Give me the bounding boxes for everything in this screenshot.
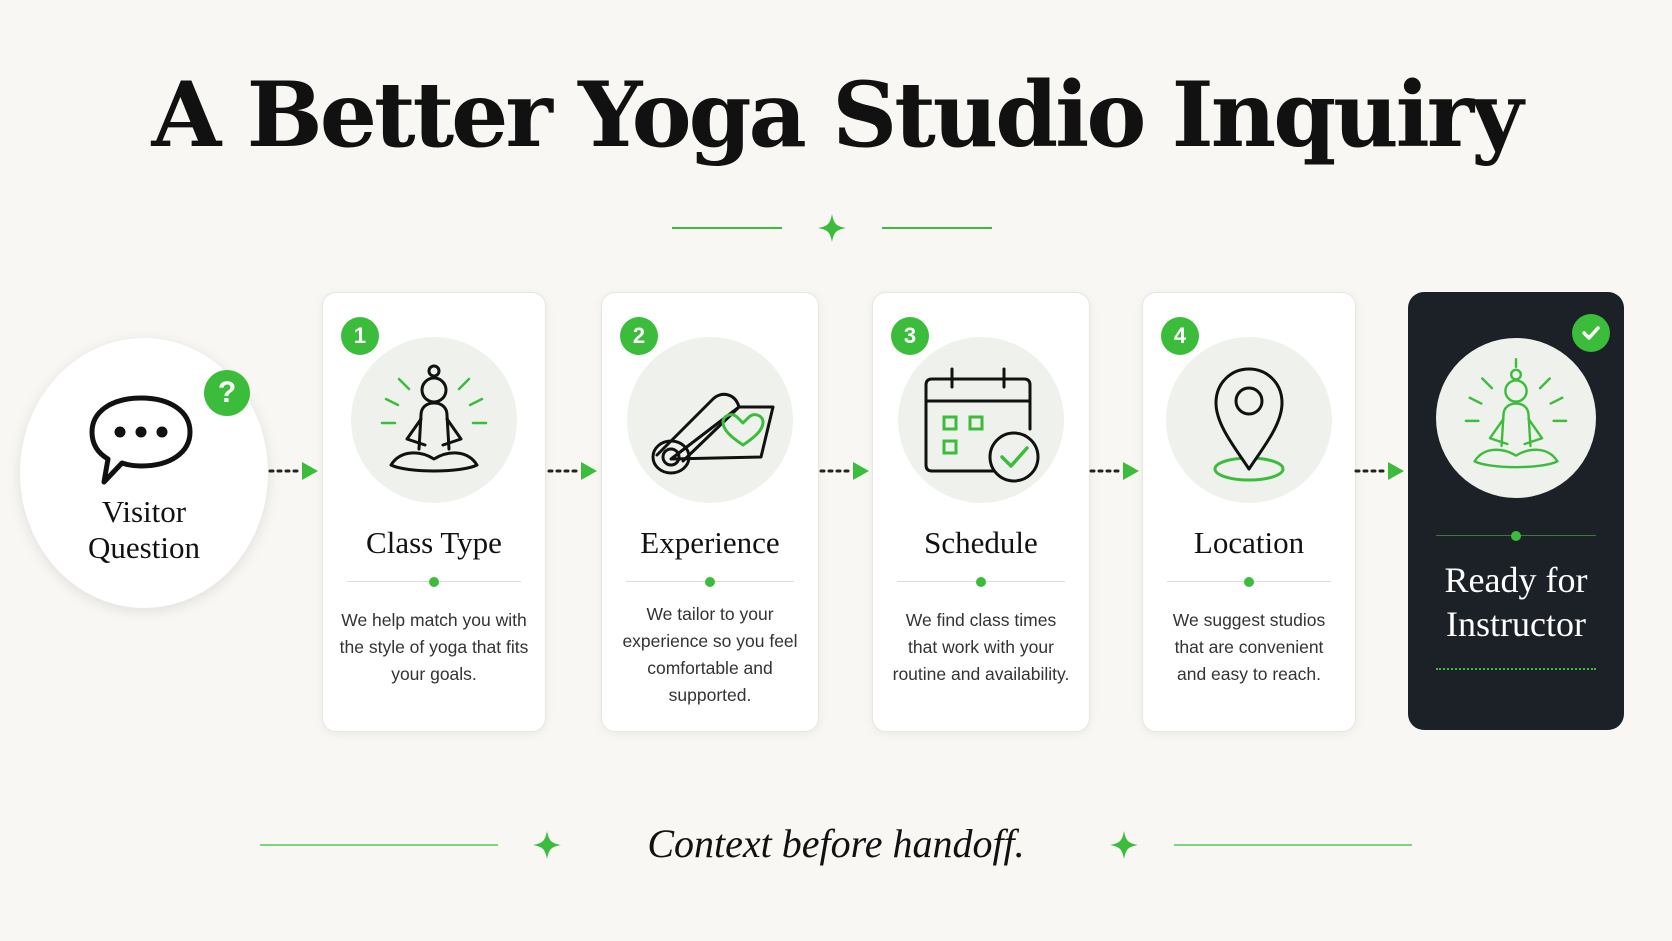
page-title: A Better Yoga Studio Inquiry — [151, 62, 1524, 168]
step-title: Schedule — [924, 525, 1038, 560]
step-number-badge: 4 — [1161, 317, 1199, 355]
sparkle-icon — [533, 831, 561, 859]
step-title: Experience — [640, 525, 780, 560]
step-title: Class Type — [366, 525, 502, 560]
step-description: We suggest studios that are convenient a… — [1172, 610, 1326, 684]
step-card-experience: 2 Experience We tailor to your experienc… — [601, 292, 819, 732]
flow-arrow — [1089, 462, 1139, 480]
yoga-mat-heart-icon — [651, 392, 775, 475]
footer-line-right — [1174, 844, 1412, 846]
step-card-schedule: 3 Schedule We find class times that work… — [872, 292, 1090, 732]
step-description: We tailor to your experience so you feel… — [622, 604, 798, 705]
step-icon-circle — [627, 337, 793, 503]
title-divider — [672, 214, 992, 242]
step-separator — [347, 576, 521, 588]
step-description: We help match you with the style of yoga… — [339, 610, 529, 684]
step-card-class-type: 1 Class Type We help match you with the … — [322, 292, 546, 732]
final-title: Ready for Instructor — [1444, 560, 1588, 644]
footer-line-left — [260, 844, 498, 846]
final-icon-circle — [1436, 338, 1596, 498]
flow-arrow — [547, 462, 597, 480]
step-icon-circle — [1166, 337, 1332, 503]
step-card-location: 4 Location We suggest studios that are c… — [1142, 292, 1356, 732]
location-pin-icon — [1213, 367, 1285, 482]
visitor-question-label: Visitor Question — [88, 494, 200, 565]
step-number-badge: 3 — [891, 317, 929, 355]
step-number-badge: 1 — [341, 317, 379, 355]
flow-arrow — [819, 462, 869, 480]
tagline: Context before handoff. — [647, 821, 1025, 866]
visitor-question-node: ? Visitor Question — [20, 338, 268, 608]
check-icon — [1572, 314, 1610, 352]
meditation-icon — [1464, 358, 1568, 469]
question-badge: ? — [204, 370, 250, 416]
step-separator — [626, 576, 794, 588]
final-dotted-line — [1436, 668, 1596, 670]
flow-arrow — [1354, 462, 1404, 480]
step-description: We find class times that work with your … — [892, 610, 1070, 684]
step-separator — [897, 576, 1065, 588]
step-icon-circle — [351, 337, 517, 503]
step-number-badge: 2 — [620, 317, 658, 355]
speech-bubble-icon — [89, 395, 193, 485]
step-title: Location — [1193, 525, 1305, 560]
sparkle-icon — [1110, 831, 1138, 859]
meditation-icon — [380, 364, 488, 473]
final-separator — [1436, 530, 1596, 542]
flow-arrow — [268, 462, 318, 480]
calendar-check-icon — [924, 367, 1040, 483]
step-separator — [1167, 576, 1331, 588]
sparkle-icon — [818, 214, 846, 242]
step-icon-circle — [898, 337, 1064, 503]
final-card-ready-for-instructor: Ready for Instructor — [1408, 292, 1624, 730]
